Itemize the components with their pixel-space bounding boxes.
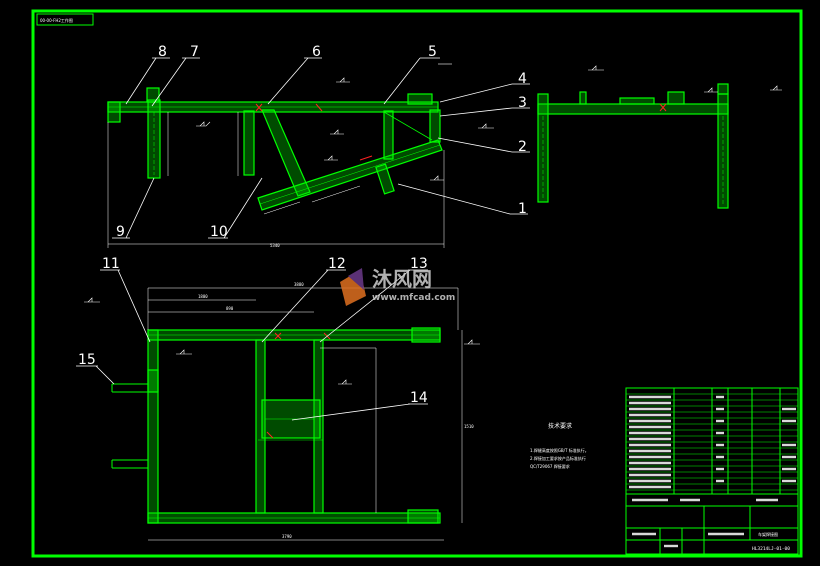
tech-line-2: 2.焊接加工要求按产品标准执行 (530, 455, 586, 461)
balloon-5: 5 (428, 44, 437, 60)
balloon-4: 4 (518, 71, 527, 87)
balloon-9: 9 (116, 224, 125, 240)
parts-list-rows (626, 393, 798, 491)
balloon-14: 14 (410, 390, 428, 406)
balloon-3: 3 (518, 95, 527, 111)
watermark-logo-icon (340, 268, 366, 306)
title-cell: 车架焊接图 (758, 531, 778, 537)
code-box-text: 00-00-FH2工作图 (40, 17, 73, 23)
front-left-end (107, 101, 121, 123)
dim-top-height: 1510 (464, 424, 474, 429)
front-view (107, 87, 443, 211)
dim-top-main: 3880 (294, 282, 304, 287)
balloon-13: 13 (410, 256, 428, 272)
dim-top-overall: 3790 (282, 534, 292, 539)
tech-requirements: 技术要求 1.焊缝高度按照GB/T 标准执行。 2.焊接加工要求按产品标准执行 … (530, 422, 589, 469)
dim-top-span2: 890 (226, 306, 234, 311)
tech-heading: 技术要求 (548, 422, 572, 430)
balloon-10: 10 (210, 224, 228, 240)
callout-leaders (76, 57, 530, 421)
front-dimensions (107, 112, 445, 248)
balloon-1: 1 (518, 201, 527, 217)
front-mid-post (243, 110, 255, 176)
tech-line-1: 1.焊缝高度按照GB/T 标准执行。 (530, 447, 589, 453)
top-mid-member-2 (313, 339, 324, 514)
top-mid-member-1 (255, 339, 266, 514)
outer-border (31, 9, 803, 558)
top-left-hitch (111, 383, 148, 469)
parts-list-text-marks (629, 395, 796, 489)
code-box (36, 13, 94, 26)
side-view (537, 83, 729, 209)
top-view (147, 327, 441, 524)
dim-front-overall: 5340 (270, 243, 280, 248)
weld-symbols (84, 63, 782, 385)
title-block (625, 493, 799, 555)
tech-line-3: QC/T29067 焊接要求 (530, 463, 570, 469)
watermark: 沐风网 www.mfcad.com (340, 267, 455, 306)
balloon-8: 8 (158, 44, 167, 60)
watermark-brand: 沐风网 (372, 267, 432, 291)
drawing-number: HL3214LJ-01-00 (752, 546, 790, 552)
front-right-post (383, 110, 394, 160)
watermark-url: www.mfcad.com (372, 293, 455, 303)
balloon-7: 7 (190, 44, 199, 60)
top-left-member (147, 329, 159, 524)
balloon-11: 11 (102, 256, 120, 272)
dim-top-span1: 1800 (198, 294, 208, 299)
side-top-rail (537, 103, 729, 115)
front-diagonal-strut (261, 109, 311, 197)
balloon-15: 15 (78, 352, 96, 368)
balloon-2: 2 (518, 139, 527, 155)
top-dimensions (147, 287, 463, 541)
front-slanted-member (257, 139, 443, 211)
balloon-12: 12 (328, 256, 346, 272)
balloon-6: 6 (312, 44, 321, 60)
